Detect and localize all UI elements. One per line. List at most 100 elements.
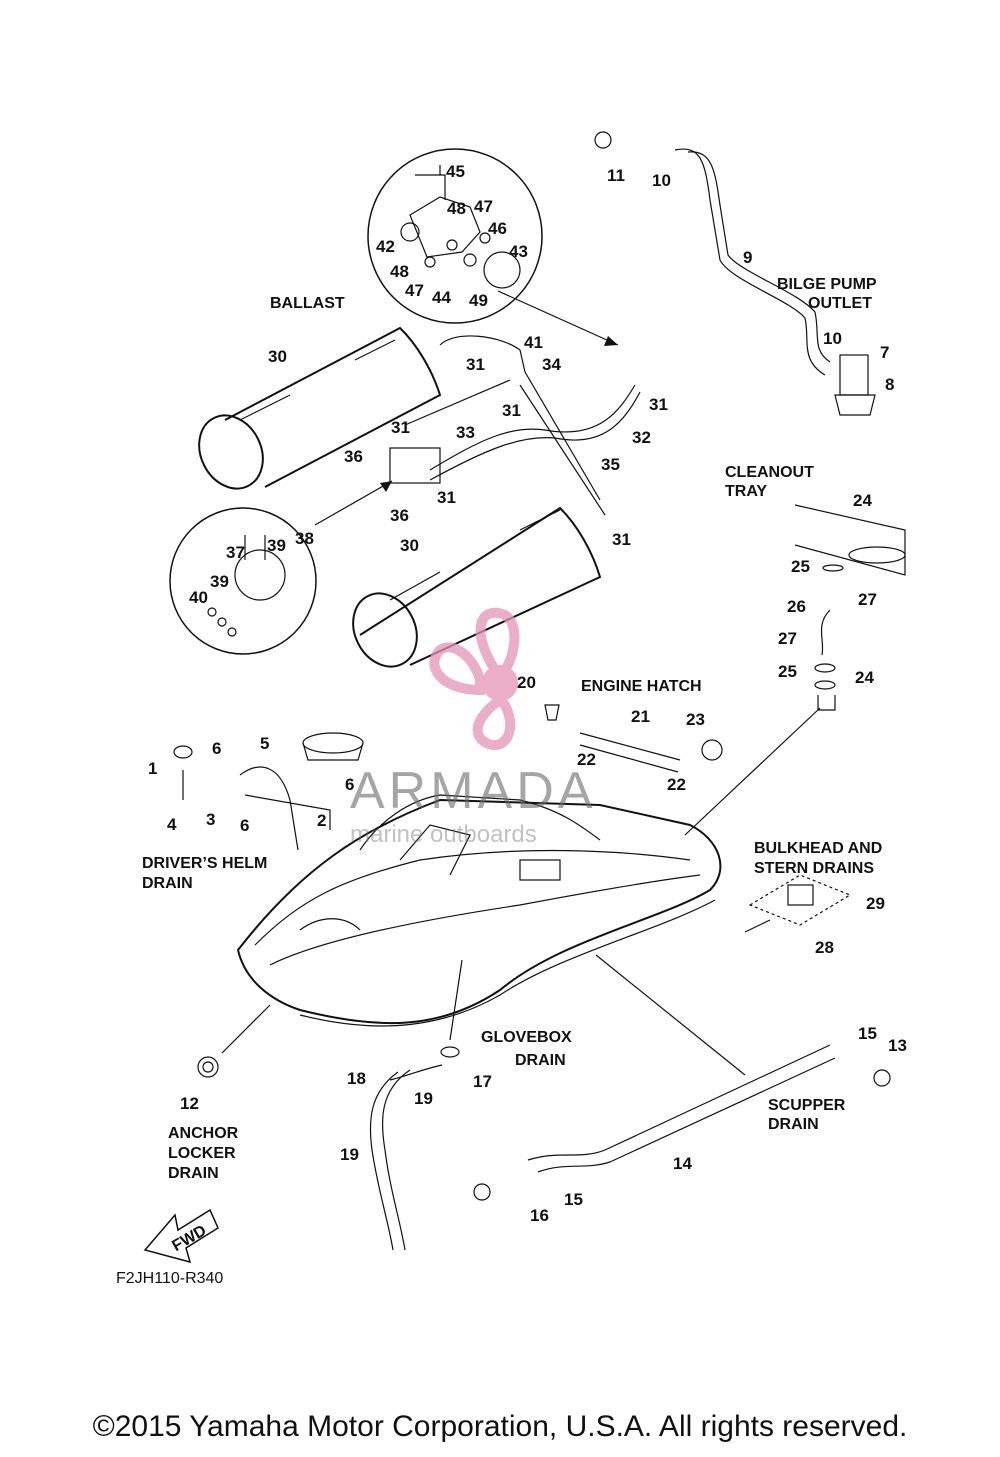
- label-drivers-drain: DRAIN: [142, 875, 193, 892]
- label-engine-hatch: ENGINE HATCH: [581, 678, 702, 695]
- callout-31e: 31: [437, 488, 456, 507]
- callout-26: 26: [787, 597, 806, 616]
- callout-21: 21: [631, 707, 650, 726]
- callout-33: 33: [456, 423, 475, 442]
- glovebox-drain: [369, 959, 463, 1251]
- callout-35: 35: [601, 455, 620, 474]
- callout-18: 18: [347, 1069, 366, 1088]
- callout-22a: 22: [577, 750, 596, 769]
- callout-6b: 6: [345, 775, 354, 794]
- propeller-logo: [429, 607, 520, 750]
- label-glovebox-drain: DRAIN: [515, 1052, 566, 1069]
- copyright-footer: ©2015 Yamaha Motor Corporation, U.S.A. A…: [92, 1410, 908, 1443]
- callout-15a: 15: [858, 1024, 877, 1043]
- callout-34: 34: [542, 355, 561, 374]
- label-anchor: ANCHOR: [168, 1125, 239, 1142]
- callout-25a: 25: [791, 557, 810, 576]
- callout-13: 13: [888, 1036, 907, 1055]
- ballast-bag-upper: [198, 326, 442, 490]
- callout-30b: 30: [400, 536, 419, 555]
- callout-37: 37: [226, 543, 245, 562]
- label-stern-drains: STERN DRAINS: [754, 860, 874, 877]
- pump-motor-detail: [169, 480, 393, 655]
- ballast-bag-lower: [352, 506, 602, 668]
- callout-41: 41: [524, 333, 543, 352]
- callout-19a: 19: [414, 1089, 433, 1108]
- callout-46: 46: [488, 219, 507, 238]
- callout-4: 4: [167, 815, 177, 834]
- label-locker: LOCKER: [168, 1145, 236, 1162]
- callout-36b: 36: [390, 506, 409, 525]
- callout-40: 40: [189, 588, 208, 607]
- callout-3: 3: [206, 810, 215, 829]
- callout-1: 1: [148, 759, 157, 778]
- callout-47b: 47: [405, 281, 424, 300]
- callout-39a: 39: [267, 536, 286, 555]
- label-bulkhead: BULKHEAD AND: [754, 840, 882, 857]
- callout-48a: 48: [447, 199, 466, 218]
- drivers-helm-drain: [173, 732, 364, 851]
- label-bilge-pump: BILGE PUMP: [777, 276, 877, 293]
- callout-49: 49: [469, 291, 488, 310]
- callout-5: 5: [260, 734, 269, 753]
- callout-23: 23: [686, 710, 705, 729]
- callout-31c: 31: [649, 395, 668, 414]
- label-anchor-drain: DRAIN: [168, 1165, 219, 1182]
- callout-31f: 31: [612, 530, 631, 549]
- callout-42: 42: [376, 237, 395, 256]
- label-ballast: BALLAST: [270, 295, 345, 312]
- engine-hatch-drain: [544, 704, 723, 773]
- callout-31a: 31: [466, 355, 485, 374]
- armada-watermark: ARMADA marine outboards: [350, 607, 596, 848]
- part-number-callouts: 45 48 47 46 42 43 48 47 44 49 11 10 9 10…: [148, 162, 907, 1225]
- fwd-arrow: FWD: [143, 1208, 219, 1264]
- callout-38: 38: [295, 529, 314, 548]
- label-scupper-drain: DRAIN: [768, 1116, 819, 1133]
- callout-28: 28: [815, 938, 834, 957]
- callout-11: 11: [607, 166, 625, 185]
- callout-36a: 36: [344, 447, 363, 466]
- callout-12: 12: [180, 1094, 199, 1113]
- drawing-code: F2JH110-R340: [116, 1270, 223, 1287]
- callout-16: 16: [530, 1206, 549, 1225]
- label-scupper: SCUPPER: [768, 1097, 846, 1114]
- callout-39b: 39: [210, 572, 229, 591]
- watermark-tagline: marine outboards: [350, 821, 537, 848]
- callout-10a: 10: [652, 171, 671, 190]
- callout-44: 44: [432, 288, 451, 307]
- label-bilge-outlet: OUTLET: [808, 295, 872, 312]
- callout-6c: 6: [240, 816, 249, 835]
- callout-22b: 22: [667, 775, 686, 794]
- callout-47a: 47: [474, 197, 493, 216]
- ballast-valve-detail: [367, 148, 619, 346]
- callout-27a: 27: [858, 590, 877, 609]
- bilge-pump-outlet: [594, 131, 876, 416]
- callout-9: 9: [743, 248, 752, 267]
- callout-32: 32: [632, 428, 651, 447]
- ballast-hoses: [389, 335, 641, 516]
- callout-7: 7: [880, 343, 889, 362]
- callout-2: 2: [317, 811, 326, 830]
- propeller-hub: [482, 665, 518, 701]
- callout-10b: 10: [823, 329, 842, 348]
- scupper-drain: [473, 954, 891, 1201]
- anchor-locker-drain: [197, 1004, 271, 1078]
- callout-27b: 27: [778, 629, 797, 648]
- callout-17: 17: [473, 1072, 492, 1091]
- callout-20: 20: [517, 673, 536, 692]
- callout-25b: 25: [778, 662, 797, 681]
- boat-hull: [236, 794, 722, 1027]
- callout-19b: 19: [340, 1145, 359, 1164]
- watermark-brand: ARMADA: [350, 762, 596, 820]
- callout-30a: 30: [268, 347, 287, 366]
- callout-29: 29: [866, 894, 885, 913]
- callout-14: 14: [673, 1154, 692, 1173]
- callout-24a: 24: [853, 491, 872, 510]
- label-drivers-helm: DRIVER’S HELM: [142, 855, 267, 872]
- bulkhead-stern-drains: [744, 874, 852, 933]
- label-glovebox: GLOVEBOX: [481, 1029, 572, 1046]
- callout-8: 8: [885, 375, 894, 394]
- callout-6a: 6: [212, 739, 221, 758]
- callout-31b: 31: [502, 401, 521, 420]
